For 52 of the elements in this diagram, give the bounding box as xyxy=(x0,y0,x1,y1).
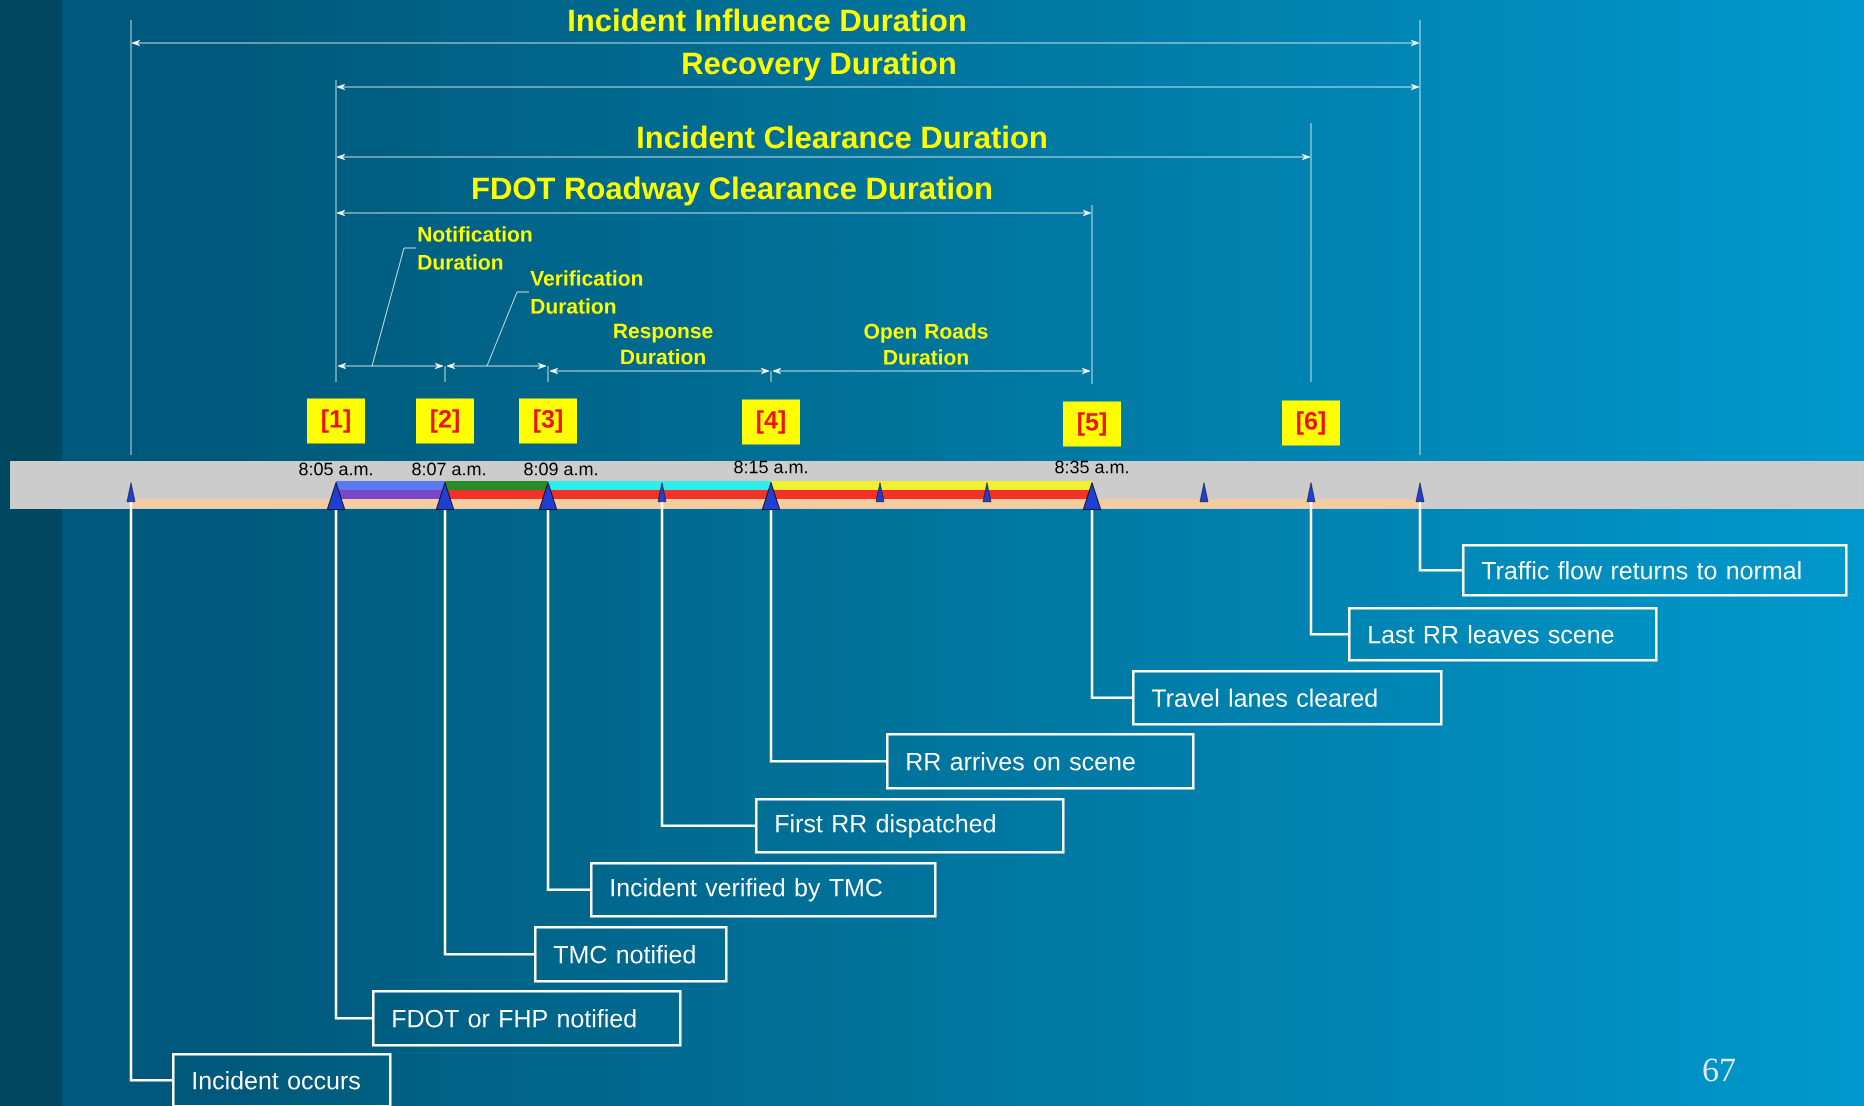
event-triangle xyxy=(982,482,992,502)
marker-box: [1] xyxy=(307,398,365,444)
event-box: TMC notified xyxy=(534,926,728,983)
duration-title: Incident Clearance Duration xyxy=(638,125,1046,149)
leader-line xyxy=(546,510,590,891)
leader-line xyxy=(660,502,755,827)
event-triangle xyxy=(538,482,558,510)
event-box: FDOT or FHP notified xyxy=(372,990,682,1047)
annotation-text: Verification Duration xyxy=(530,270,643,314)
time-label: 8:35 a.m. xyxy=(1055,460,1128,474)
leader-line xyxy=(129,502,172,1082)
event-box: First RR dispatched xyxy=(755,798,1065,854)
leader-line xyxy=(334,510,372,1020)
leader-line xyxy=(443,510,534,956)
event-box: Incident verified by TMC xyxy=(590,862,937,918)
leader-line xyxy=(1090,510,1132,699)
event-triangle xyxy=(875,482,885,502)
marker-box: [3] xyxy=(519,398,577,444)
event-box: Last RR leaves scene xyxy=(1348,607,1658,662)
event-triangle xyxy=(1082,482,1102,510)
time-label: 8:15 a.m. xyxy=(734,460,807,474)
event-box: Incident occurs xyxy=(172,1053,392,1106)
event-triangle xyxy=(1199,482,1209,502)
event-triangle xyxy=(1306,482,1316,502)
event-box: Traffic flow returns to normal xyxy=(1462,544,1848,597)
marker-box: [5] xyxy=(1063,401,1121,447)
marker-box: [4] xyxy=(742,399,800,445)
time-label: 8:05 a.m. xyxy=(299,462,372,476)
event-triangle xyxy=(435,482,455,510)
page-number: 67 xyxy=(1703,1058,1736,1082)
event-triangle xyxy=(761,482,781,510)
time-label: 8:09 a.m. xyxy=(524,462,597,476)
event-box: RR arrives on scene xyxy=(886,733,1195,790)
leader-line xyxy=(371,247,417,367)
duration-title: FDOT Roadway Clearance Duration xyxy=(473,176,991,206)
marker-box: [6] xyxy=(1282,400,1340,446)
annotation-text: Notification Duration xyxy=(418,226,532,270)
duration-title: Recovery Duration xyxy=(683,51,955,81)
event-triangle xyxy=(126,482,136,502)
event-triangle xyxy=(326,482,346,510)
leader-line xyxy=(1309,502,1348,636)
leader-line xyxy=(769,510,886,763)
marker-box: [2] xyxy=(416,398,474,444)
duration-label: Open Roads Duration xyxy=(864,323,988,365)
leader-line xyxy=(486,291,530,367)
event-triangle xyxy=(1415,482,1425,502)
event-box: Travel lanes cleared xyxy=(1132,670,1443,726)
event-triangle xyxy=(657,482,667,502)
leader-line xyxy=(1418,502,1462,572)
duration-title: Incident Influence Duration xyxy=(569,8,965,32)
duration-label: Response Duration xyxy=(614,323,713,365)
time-label: 8:07 a.m. xyxy=(412,462,485,476)
